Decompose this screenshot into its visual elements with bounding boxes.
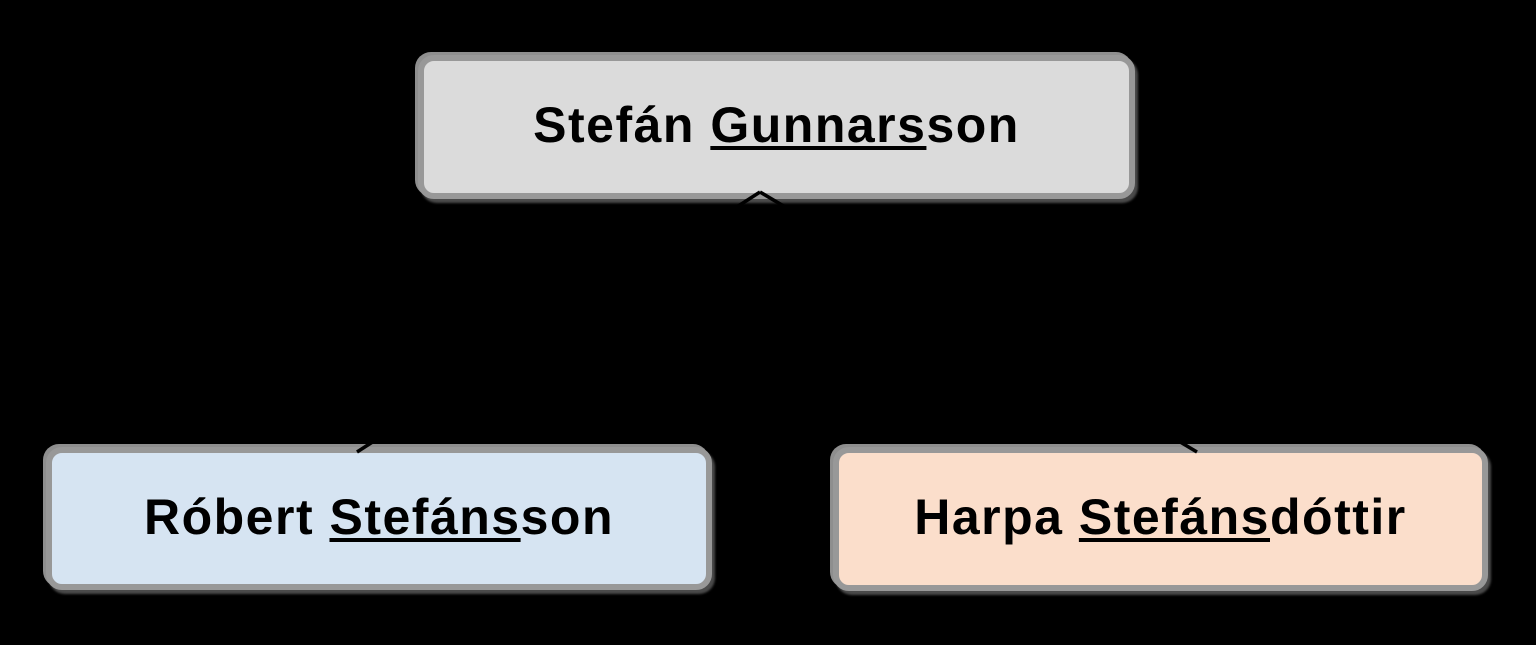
name-suffix: son [926,97,1020,153]
person-name-child-left: Róbert Stefánsson [144,492,614,546]
node-parent: Stefán Gunnarsson [418,55,1135,199]
edge-parent-to-child-left [356,190,761,454]
name-suffix: dóttir [1270,489,1407,545]
name-suffix: son [520,488,615,545]
name-patronymic-root: Stefáns [1078,489,1270,545]
node-child-left: Róbert Stefánsson [46,447,712,590]
edge-parent-to-child-right [759,190,1198,454]
name-prefix: Róbert [143,488,330,545]
name-prefix: Harpa [914,489,1079,545]
name-patronymic-root: Stefáns [329,488,521,545]
name-prefix: Stefán [533,97,711,153]
person-name-parent: Stefán Gunnarsson [533,100,1020,154]
node-child-right: Harpa Stefánsdóttir [833,447,1488,591]
person-name-child-right: Harpa Stefánsdóttir [914,492,1406,546]
name-patronymic-root: Gunnars [710,97,927,153]
